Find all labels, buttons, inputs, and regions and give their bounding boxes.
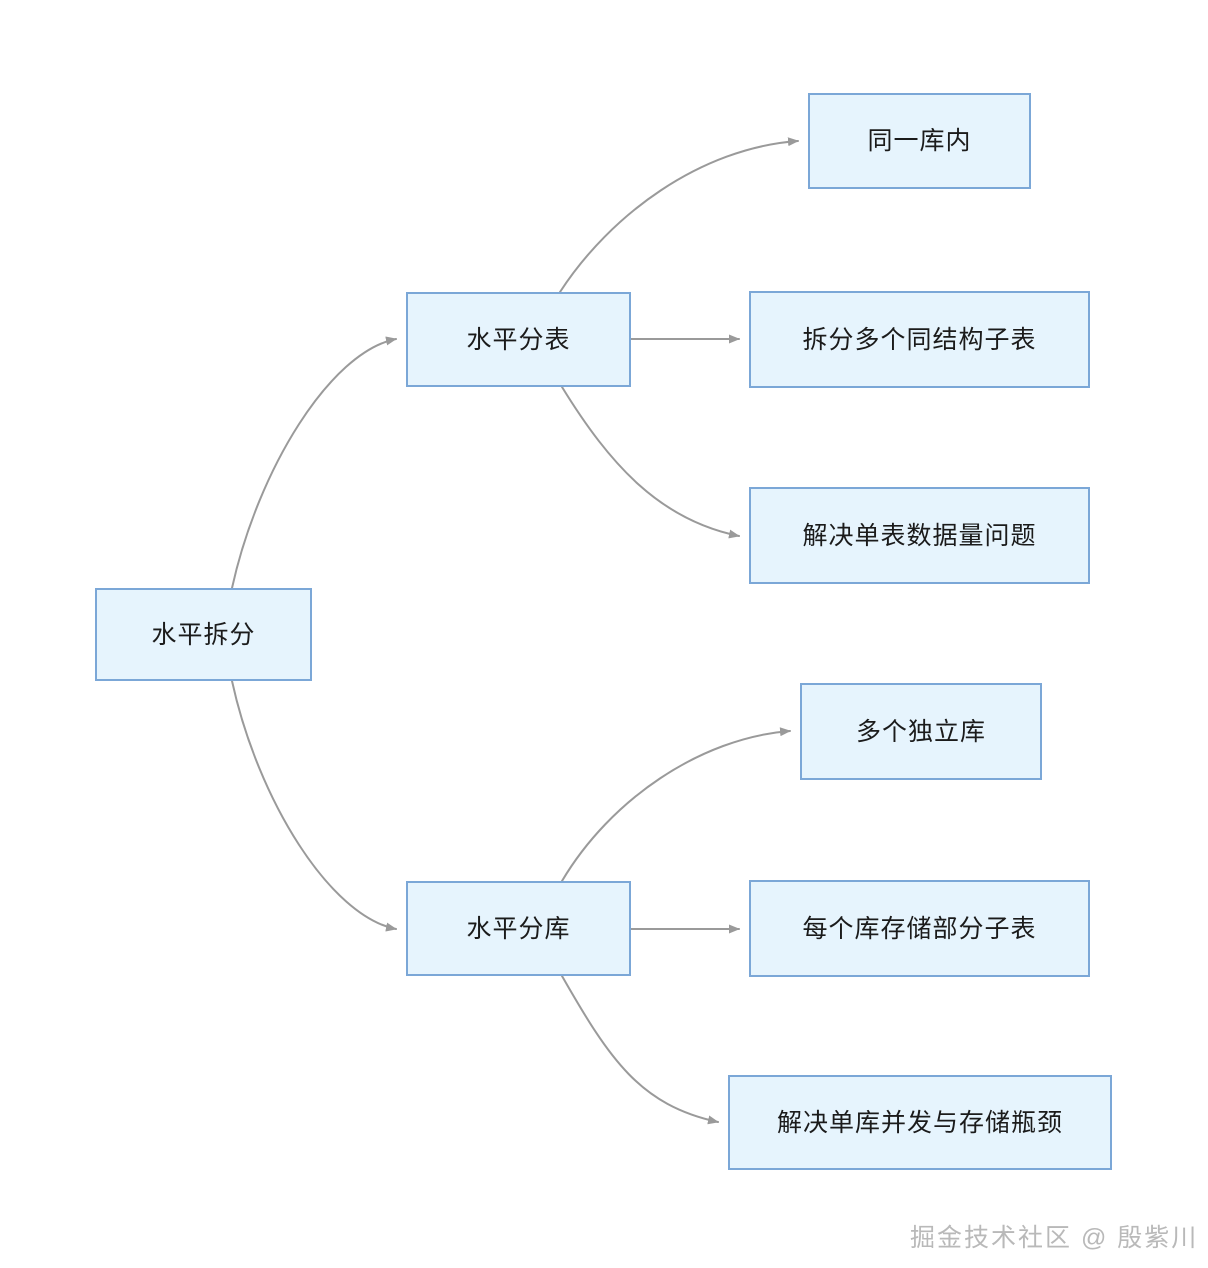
node-label: 每个库存储部分子表 <box>802 914 1037 943</box>
node-split-subtables[interactable]: 拆分多个同结构子表 <box>749 291 1090 388</box>
edge-h-table-to-same-db <box>559 137 799 293</box>
node-single-table[interactable]: 解决单表数据量问题 <box>749 487 1090 584</box>
edge-h-table-to-single-table <box>561 386 740 539</box>
node-label: 拆分多个同结构子表 <box>802 325 1037 354</box>
node-label: 水平分表 <box>466 325 571 354</box>
node-bottleneck[interactable]: 解决单库并发与存储瓶颈 <box>728 1075 1112 1170</box>
node-label: 多个独立库 <box>855 717 986 746</box>
node-label: 同一库内 <box>867 127 972 155</box>
node-label: 解决单库并发与存储瓶颈 <box>776 1108 1063 1137</box>
node-multi-db[interactable]: 多个独立库 <box>800 683 1042 780</box>
edge-h-db-to-multi-db <box>561 727 791 882</box>
node-label: 水平分库 <box>466 914 571 943</box>
watermark-text: 掘金技术社区 @ 殷紫川 <box>910 1224 1199 1252</box>
node-h-db[interactable]: 水平分库 <box>406 881 631 976</box>
node-same-db[interactable]: 同一库内 <box>808 93 1031 189</box>
node-part-subtables[interactable]: 每个库存储部分子表 <box>749 880 1090 977</box>
edge-root-to-h-table <box>231 336 397 589</box>
node-label: 水平拆分 <box>151 620 256 649</box>
edge-root-to-h-db <box>231 680 397 932</box>
node-root[interactable]: 水平拆分 <box>95 588 312 681</box>
node-h-table[interactable]: 水平分表 <box>406 292 631 387</box>
node-label: 解决单表数据量问题 <box>802 521 1037 550</box>
edge-h-db-to-bottleneck <box>561 975 719 1125</box>
